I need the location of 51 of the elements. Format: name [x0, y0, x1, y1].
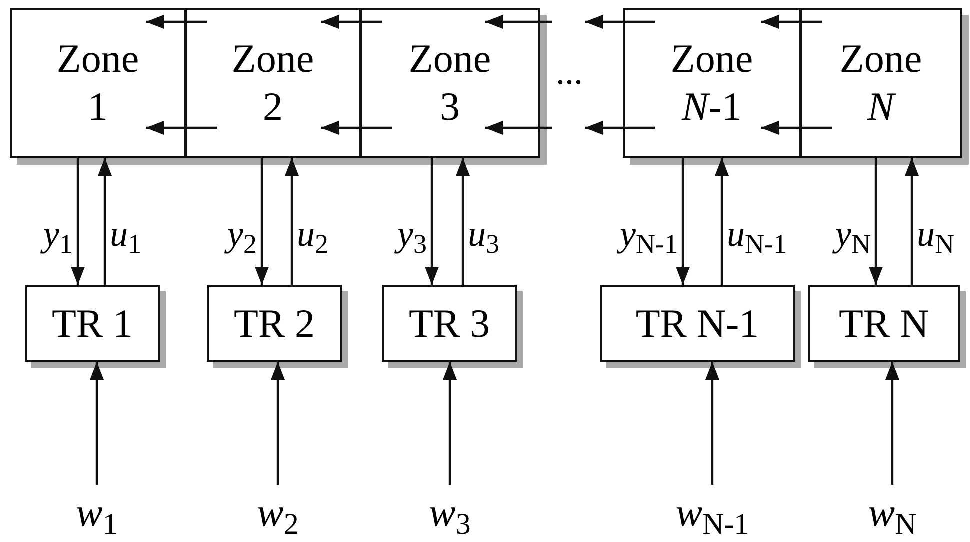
box-text: TR N — [839, 300, 929, 348]
box-text: w$_{1}$ — [76, 489, 118, 537]
arrow — [443, 362, 457, 485]
box-text: Zone — [840, 35, 922, 83]
box-text: Zone — [232, 35, 314, 83]
edge-label: u$_{N-1}$ — [727, 213, 787, 256]
arrow — [98, 158, 112, 285]
arrow — [761, 15, 822, 29]
edge-label: u$_{2}$ — [297, 213, 328, 256]
edge-label: u$_{N}$ — [917, 213, 954, 256]
arrow — [90, 362, 104, 485]
box-text: Zone — [56, 35, 140, 83]
box-text: N — [868, 83, 894, 131]
arrow — [271, 362, 285, 485]
box-text: Zone — [670, 35, 754, 83]
box-text: TR 1 — [52, 300, 134, 348]
arrow — [71, 158, 85, 285]
arrow — [761, 121, 832, 135]
box-text: w$_{2}$ — [257, 489, 299, 537]
arrow — [146, 15, 207, 29]
arrow — [886, 362, 900, 485]
box-text: N-1 — [682, 83, 742, 131]
box-text: w$_{3}$ — [429, 489, 471, 537]
arrow — [285, 158, 299, 285]
box-text: 3 — [440, 83, 460, 131]
arrow — [255, 158, 269, 285]
edge-label: u$_{3}$ — [468, 213, 500, 256]
arrow — [146, 121, 217, 135]
arrow — [585, 121, 655, 135]
box-text: 2 — [263, 83, 283, 131]
arrow — [869, 158, 883, 285]
arrow — [456, 158, 470, 285]
arrow — [905, 158, 919, 285]
arrow — [485, 121, 552, 135]
arrow — [585, 15, 655, 29]
box-text: TR 2 — [234, 300, 316, 348]
box-text: w$_{N}$ — [868, 489, 917, 537]
ellipsis-label: ... — [556, 52, 583, 92]
box-text: 1 — [88, 83, 108, 131]
arrow — [321, 15, 382, 29]
box-text: TR 3 — [408, 300, 490, 348]
arrow — [425, 158, 439, 285]
edge-label: u$_{1}$ — [110, 213, 142, 256]
arrow — [715, 158, 729, 285]
arrow — [676, 158, 690, 285]
arrow — [706, 362, 720, 485]
box-text: TR N-1 — [636, 300, 760, 348]
box-text: w$_{N-1}$ — [676, 489, 750, 537]
arrow — [321, 121, 392, 135]
box-text: Zone — [408, 35, 492, 83]
arrow — [485, 15, 552, 29]
